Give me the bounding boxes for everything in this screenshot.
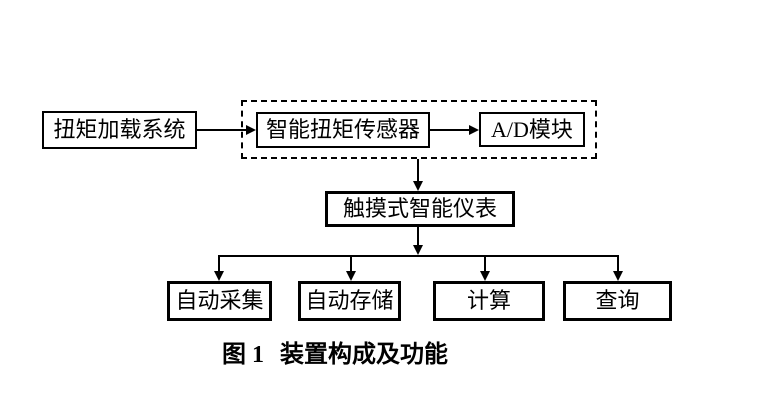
edge-sensor-to-ad-line: [430, 129, 469, 131]
edge-branch-to-query-line: [617, 256, 619, 271]
edge-sensor-to-ad-arrowhead-icon: [469, 125, 479, 135]
node-smart-torque-sensor: 智能扭矩传感器: [256, 112, 430, 148]
edge-branch-to-query-arrowhead-icon: [613, 271, 623, 281]
node-torque-loading-system-label: 扭矩加载系统: [53, 117, 186, 142]
node-auto-collect: 自动采集: [167, 281, 272, 321]
edge-group-to-instrument-arrowhead-icon: [413, 181, 423, 191]
edge-branch-to-collect-arrowhead-icon: [214, 271, 224, 281]
node-torque-loading-system: 扭矩加载系统: [42, 111, 197, 149]
node-auto-store: 自动存储: [298, 281, 401, 321]
edge-load-to-sensor-arrowhead-icon: [246, 125, 256, 135]
edge-load-to-sensor-line: [197, 129, 247, 131]
node-ad-module: A/D模块: [479, 112, 585, 147]
node-calculate: 计算: [433, 281, 545, 321]
figure-caption-number: 图 1: [222, 342, 264, 368]
edge-instrument-to-branch-arrowhead-icon: [413, 245, 423, 255]
figure-caption: 图 1 装置构成及功能: [135, 334, 535, 369]
node-auto-collect-label: 自动采集: [175, 288, 264, 313]
edge-branch-to-calculate-arrowhead-icon: [480, 271, 490, 281]
edge-branch-to-calculate-line: [484, 256, 486, 271]
edge-branch-to-store-arrowhead-icon: [346, 271, 356, 281]
node-touch-smart-instrument: 触摸式智能仪表: [325, 191, 515, 227]
node-query: 查询: [563, 281, 672, 321]
edge-branch-to-collect-line: [218, 256, 220, 271]
node-ad-module-label: A/D模块: [491, 116, 573, 142]
edge-branch-to-store-line: [350, 256, 352, 271]
edge-group-to-instrument-line: [417, 159, 419, 181]
edge-instrument-to-branch-line: [417, 227, 419, 245]
node-touch-smart-instrument-label: 触摸式智能仪表: [342, 196, 497, 221]
figure-caption-title: 装置构成及功能: [280, 342, 448, 368]
node-auto-store-label: 自动存储: [305, 288, 394, 313]
node-smart-torque-sensor-label: 智能扭矩传感器: [265, 117, 420, 142]
node-calculate-label: 计算: [466, 288, 511, 313]
node-query-label: 查询: [595, 288, 640, 313]
branch-distribution-line: [218, 255, 619, 257]
